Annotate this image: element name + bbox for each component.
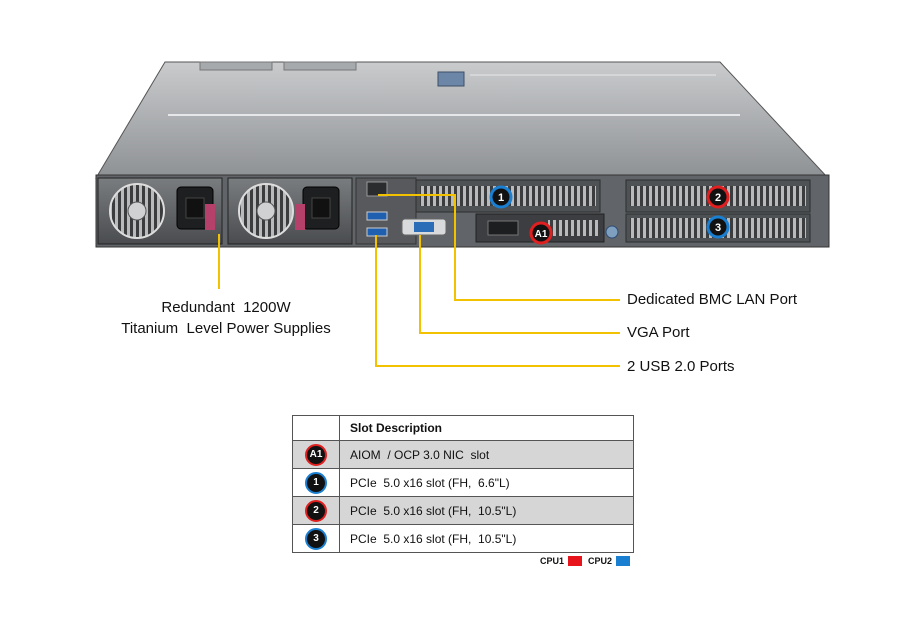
marker-2-label: 2 bbox=[715, 192, 721, 204]
power-supply-1 bbox=[97, 177, 223, 245]
table-row: A1 AIOM / OCP 3.0 NIC slot bbox=[292, 440, 634, 469]
marker-1: 1 bbox=[489, 185, 513, 209]
chassis-top bbox=[95, 61, 830, 179]
marker-2: 2 bbox=[706, 185, 730, 209]
table-row: 3 PCIe 5.0 x16 slot (FH, 10.5"L) bbox=[292, 524, 634, 553]
usb-port-1 bbox=[366, 211, 388, 221]
badge-a1: A1 bbox=[305, 443, 327, 466]
badge-3: 3 bbox=[305, 527, 327, 550]
legend-cpu2-swatch bbox=[616, 556, 631, 566]
marker-a1: A1 bbox=[529, 221, 553, 245]
row-description: PCIe 5.0 x16 slot (FH, 10.5"L) bbox=[339, 524, 634, 553]
table-row: 1 PCIe 5.0 x16 slot (FH, 6.6"L) bbox=[292, 468, 634, 497]
table-row: 2 PCIe 5.0 x16 slot (FH, 10.5"L) bbox=[292, 496, 634, 525]
psu-callout-line1: Redundant 1200W bbox=[161, 299, 291, 316]
marker-1-label: 1 bbox=[498, 192, 504, 204]
marker-3: 3 bbox=[706, 215, 730, 239]
usb-callout: 2 USB 2.0 Ports bbox=[627, 358, 735, 375]
table-header-blank bbox=[292, 415, 340, 441]
bmc-lan-port bbox=[366, 181, 388, 197]
psu-callout-line2: Titanium Level Power Supplies bbox=[121, 320, 331, 337]
io-panel bbox=[355, 177, 447, 245]
vga-callout: VGA Port bbox=[627, 324, 690, 341]
row-description: PCIe 5.0 x16 slot (FH, 6.6"L) bbox=[339, 468, 634, 497]
leader-line-bmc bbox=[378, 194, 620, 301]
row-description: AIOM / OCP 3.0 NIC slot bbox=[339, 440, 634, 469]
badge-2: 2 bbox=[305, 499, 327, 522]
table-header: Slot Description bbox=[339, 415, 634, 441]
table-header-row: Slot Description bbox=[292, 415, 634, 441]
cpu-legend: CPU1 CPU2 bbox=[540, 556, 636, 566]
slot-description-table: Slot Description A1 AIOM / OCP 3.0 NIC s… bbox=[292, 415, 634, 553]
row-description: PCIe 5.0 x16 slot (FH, 10.5"L) bbox=[339, 496, 634, 525]
bmc-lan-callout: Dedicated BMC LAN Port bbox=[627, 291, 798, 308]
marker-a1-label: A1 bbox=[535, 229, 548, 240]
legend-cpu1-swatch bbox=[568, 556, 583, 566]
usb-port-2 bbox=[366, 227, 388, 237]
badge-1: 1 bbox=[305, 471, 327, 494]
legend-cpu1-label: CPU1 bbox=[540, 556, 565, 566]
legend-cpu2-label: CPU2 bbox=[588, 556, 613, 566]
psu-callout: Redundant 1200W Titanium Level Power Sup… bbox=[96, 297, 356, 339]
power-supply-2 bbox=[227, 177, 353, 245]
leader-line-usb bbox=[375, 235, 620, 367]
marker-3-label: 3 bbox=[715, 222, 721, 234]
leader-line-vga bbox=[419, 235, 620, 334]
